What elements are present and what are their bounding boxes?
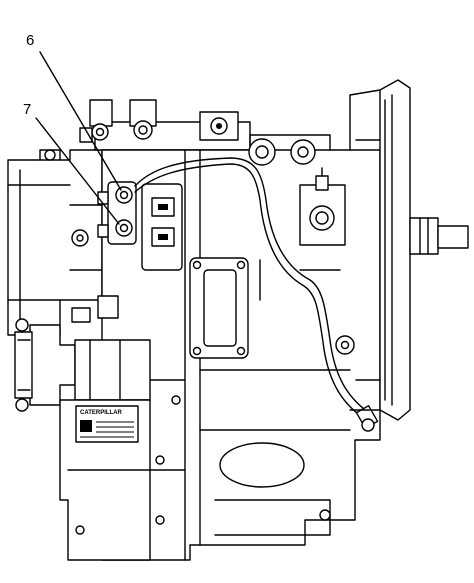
callout-label-6: 6 <box>26 32 34 49</box>
leader-line-7 <box>35 117 120 225</box>
output-yoke <box>14 295 151 412</box>
leader-line-6 <box>39 51 122 191</box>
callout-label-7: 7 <box>23 101 31 118</box>
nameplate-brand: CATERPILLAR <box>80 410 123 416</box>
control-valve-body <box>79 99 251 151</box>
left-housing <box>7 149 103 336</box>
flywheel-housing <box>349 79 469 421</box>
lower-housing: CATERPILLAR <box>59 399 151 561</box>
hydraulic-line <box>134 157 379 432</box>
solenoid-valves <box>71 181 183 271</box>
callout-leaders <box>35 51 122 225</box>
